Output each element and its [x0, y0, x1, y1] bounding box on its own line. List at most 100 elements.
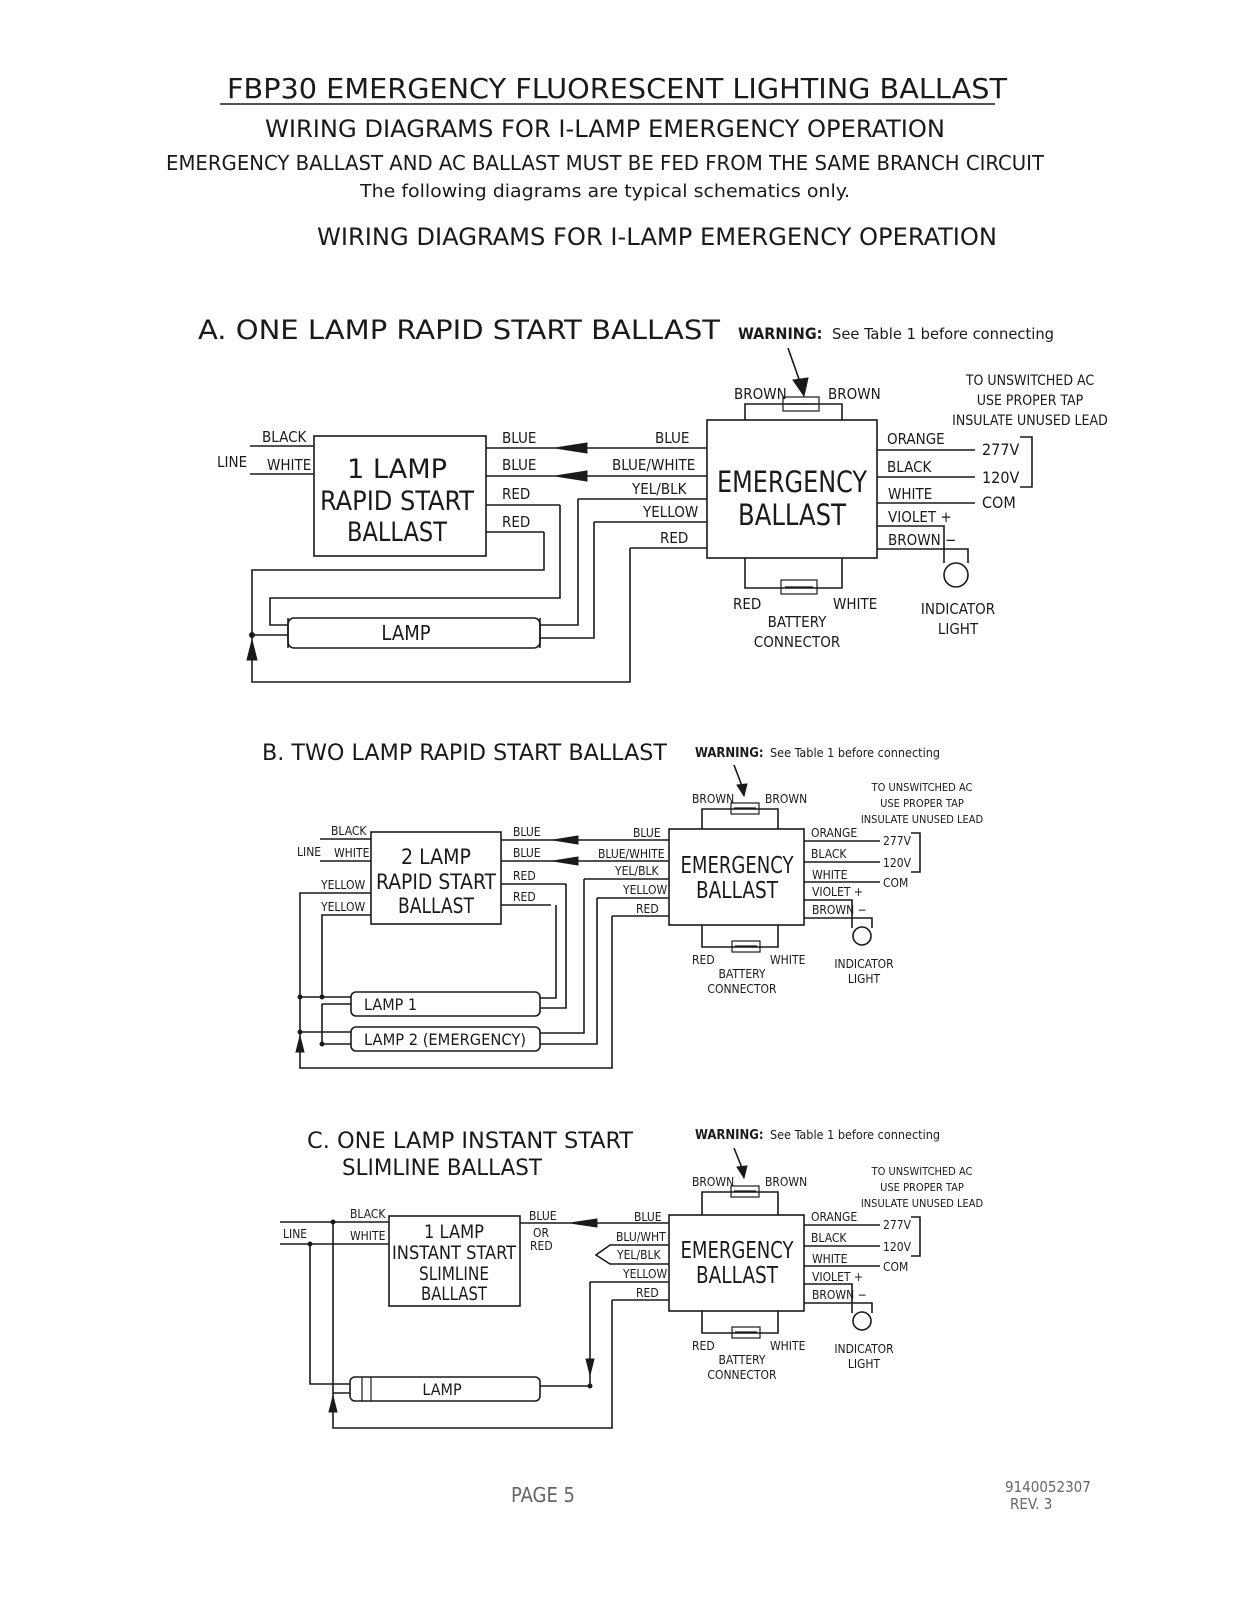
voltage-277: 277V — [883, 1218, 912, 1232]
battery-connector-icon — [731, 940, 761, 953]
ac-ballast-label: 1 LAMP — [347, 454, 447, 485]
voltage-com: COM — [883, 1260, 908, 1274]
warning-arrow-icon — [787, 347, 809, 398]
wire-label-yel-blk: YEL/BLK — [631, 480, 688, 498]
ac-ballast-label: BALLAST — [347, 517, 447, 548]
wire-label-white: WHITE — [267, 456, 311, 474]
indicator-light-icon — [852, 1311, 872, 1331]
typical-schematics-note: The following diagrams are typical schem… — [359, 181, 850, 202]
warning-arrow-icon — [733, 1147, 748, 1180]
connector-arrow-icon — [569, 1218, 598, 1228]
battery-connector-label: CONNECTOR — [707, 1368, 777, 1382]
connector-arrow-icon — [554, 442, 588, 482]
emergency-ballast-label: EMERGENCY — [681, 853, 794, 879]
revision: REV. 3 — [1010, 1495, 1052, 1513]
tap-instruction: USE PROPER TAP — [977, 393, 1084, 409]
battery-connector-label: BATTERY — [719, 1353, 766, 1367]
wire-label-red: RED — [502, 485, 530, 503]
wire-label-blu-wht: BLU/WHT — [616, 1230, 666, 1244]
wire-label-orange: ORANGE — [811, 826, 857, 840]
indicator-label: LIGHT — [848, 1357, 881, 1371]
ac-ballast-box — [388, 1215, 521, 1307]
lamp-label: LAMP 2 (EMERGENCY) — [364, 1030, 526, 1049]
wire-label-red: RED — [660, 529, 688, 547]
wire-label-yellow: YELLOW — [320, 900, 366, 914]
emergency-ballast-label: BALLAST — [738, 498, 847, 532]
wire-label-brown: BROWN — [692, 792, 734, 806]
wire-label-yellow: YELLOW — [320, 878, 366, 892]
indicator-light-icon — [943, 562, 969, 588]
ac-ballast-label: RAPID START — [376, 870, 496, 894]
diagram-a: A. ONE LAMP RAPID START BALLAST WARNING:… — [198, 315, 1108, 683]
wire-label-blue: BLUE — [634, 1210, 662, 1224]
lamp-tube — [350, 991, 541, 1017]
page-subtitle-repeat: WIRING DIAGRAMS FOR I-LAMP EMERGENCY OPE… — [317, 223, 997, 251]
wire-label-white: WHITE — [833, 595, 877, 613]
lamp-label: LAMP — [381, 621, 430, 645]
battery-connector-icon — [731, 1326, 761, 1339]
emergency-ballast-box — [706, 419, 878, 559]
wire-label-brown: BROWN − — [812, 903, 867, 917]
diagram-b-heading: B. TWO LAMP RAPID START BALLAST — [262, 741, 668, 766]
page-footer: PAGE 5 9140052307 REV. 3 — [511, 1478, 1091, 1513]
ac-ballast-box — [370, 831, 502, 925]
wire-label-black: BLACK — [811, 1231, 847, 1245]
page-title: FBP30 EMERGENCY FLUORESCENT LIGHTING BAL… — [227, 72, 1008, 105]
wire-label-yellow: YELLOW — [642, 503, 698, 521]
diagram-c-warning: WARNING: See Table 1 before connecting — [695, 1128, 940, 1180]
diagram-b: B. TWO LAMP RAPID START BALLAST WARNING:… — [262, 741, 984, 1069]
wire-label-violet: VIOLET + — [888, 508, 952, 526]
battery-connector-label: BATTERY — [719, 967, 766, 981]
wire-label-brown: BROWN − — [888, 531, 956, 549]
line-label: LINE — [297, 845, 321, 859]
ac-ballast-label: 1 LAMP — [424, 1221, 484, 1243]
page-number: PAGE 5 — [511, 1483, 575, 1507]
wire-label-orange: ORANGE — [887, 430, 945, 448]
wire-label-yellow: YELLOW — [622, 883, 668, 897]
voltage-com: COM — [982, 493, 1016, 512]
ac-ballast-label: SLIMLINE — [419, 1263, 489, 1285]
wire-label-red: RED — [530, 1239, 553, 1253]
warning-text: See Table 1 before connecting — [832, 325, 1054, 343]
indicator-label: INDICATOR — [834, 1342, 894, 1356]
wire-label-blue: BLUE — [502, 429, 536, 447]
wire-label-white: WHITE — [770, 1339, 806, 1353]
wire-label-blue: BLUE — [513, 825, 541, 839]
feed-arrow-icon — [295, 1035, 305, 1053]
wire-label-white: WHITE — [350, 1229, 386, 1243]
wire-label-white: WHITE — [812, 868, 848, 882]
wire-label-brown: BROWN — [828, 385, 881, 403]
wire-label-red: RED — [513, 869, 536, 883]
diagram-b-warning: WARNING: See Table 1 before connecting — [695, 746, 940, 798]
ac-ballast-label: BALLAST — [421, 1283, 487, 1305]
warning-label: WARNING: — [695, 746, 764, 761]
indicator-label: LIGHT — [938, 620, 979, 638]
feed-arrow-icon — [328, 1395, 338, 1413]
tap-instruction: TO UNSWITCHED AC — [871, 781, 973, 794]
wire-label-red: RED — [692, 1339, 715, 1353]
wire-label-yel-blk: YEL/BLK — [614, 864, 659, 878]
wire-label-brown: BROWN − — [812, 1288, 867, 1302]
line-label: LINE — [217, 453, 247, 471]
wire-label-brown: BROWN — [692, 1175, 734, 1189]
feed-arrow-icon — [246, 639, 258, 661]
indicator-label: INDICATOR — [921, 600, 995, 618]
brown-connector-icon — [730, 1185, 760, 1198]
wire-label-black: BLACK — [331, 824, 367, 838]
lamp-label: LAMP 1 — [364, 995, 417, 1014]
wire-label-blue: BLUE — [502, 456, 536, 474]
wire-label-blue: BLUE — [655, 429, 689, 447]
indicator-light-icon — [852, 926, 872, 946]
emergency-ballast-label: EMERGENCY — [681, 1238, 794, 1264]
wire-label-brown: BROWN — [765, 792, 807, 806]
ac-ballast-label: INSTANT START — [392, 1242, 517, 1264]
wire-label-white: WHITE — [888, 485, 932, 503]
wire-label-white: WHITE — [334, 846, 370, 860]
document-number: 9140052307 — [1005, 1478, 1091, 1496]
warning-text: See Table 1 before connecting — [770, 746, 940, 760]
tap-instruction: USE PROPER TAP — [880, 797, 964, 810]
lamp-label: LAMP — [422, 1380, 462, 1399]
wire-label-brown: BROWN — [765, 1175, 807, 1189]
wire-label-violet: VIOLET + — [812, 1270, 863, 1284]
